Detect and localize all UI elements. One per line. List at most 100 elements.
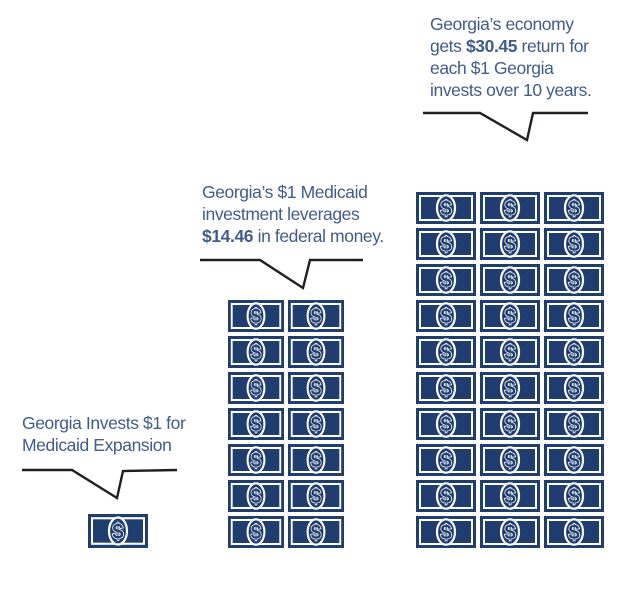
svg-text:$: $ [504, 306, 515, 328]
dollar-bill-icon: $ [480, 408, 540, 440]
caption-text: invests over 10 years. [430, 80, 592, 100]
svg-text:$: $ [311, 521, 322, 544]
dollar-bill-icon: $ [288, 336, 344, 368]
caption-investment: Georgia Invests $1 for Medicaid Expansio… [22, 412, 186, 456]
dollar-bill-icon: $ [416, 516, 476, 548]
svg-text:$: $ [251, 413, 262, 436]
caption-text: in federal money. [253, 226, 385, 246]
dollar-bill-icon: $ [416, 228, 476, 260]
dollar-bill-icon: $ [416, 372, 476, 404]
svg-text:$: $ [504, 342, 515, 364]
svg-text:$: $ [251, 485, 262, 508]
dollar-bill-icon: $ [228, 408, 284, 440]
svg-text:$: $ [311, 449, 322, 472]
dollar-bill-icon: $ [480, 264, 540, 296]
dollar-bill-icon: $ [544, 516, 604, 548]
caption-text: investment leverages [202, 204, 360, 224]
svg-text:$: $ [251, 449, 262, 472]
dollar-bill-icon: $ [544, 372, 604, 404]
dollar-bill-icon: $ [480, 516, 540, 548]
amount-return: $30.45 [465, 36, 518, 56]
callout-pointer-icon [200, 258, 363, 290]
svg-text:$: $ [568, 414, 579, 436]
caption-text: return for [517, 36, 589, 56]
caption-text: each $1 Georgia [430, 58, 554, 78]
caption-text: Georgia’s economy [430, 14, 574, 34]
dollar-bill-icon: $ [480, 192, 540, 224]
dollar-bill-icon: $ [416, 480, 476, 512]
caption-line: $14.46 in federal money. [202, 225, 384, 247]
dollar-bill-icon: $ [288, 444, 344, 476]
svg-text:$: $ [504, 270, 515, 292]
svg-text:$: $ [251, 341, 262, 364]
dollar-bill-icon: $ [288, 300, 344, 332]
dollar-bill-icon: $ [416, 408, 476, 440]
dollar-bill-icon: $ [544, 228, 604, 260]
dollar-bill-icon: $ [416, 192, 476, 224]
dollar-bill-icon: $ [480, 372, 540, 404]
svg-text:$: $ [568, 270, 579, 292]
dollar-bill-icon: $ [416, 444, 476, 476]
svg-text:$: $ [251, 305, 262, 328]
svg-text:$: $ [568, 198, 579, 220]
amount-federal: $14.46 [202, 226, 254, 246]
caption-line: Georgia’s economy [430, 13, 591, 35]
dollar-bill-icon: $ [544, 444, 604, 476]
svg-text:$: $ [504, 234, 515, 256]
dollar-bill-icon: $ [480, 336, 540, 368]
bill-grid-federal-leverage: $ $ $ $ $ $ $ $ $ [228, 300, 344, 548]
dollar-bill-icon: $ [288, 372, 344, 404]
svg-text:$: $ [568, 306, 579, 328]
svg-text:$: $ [440, 270, 451, 292]
callout-pointer-icon [423, 111, 588, 142]
svg-text:$: $ [440, 414, 451, 436]
svg-text:$: $ [440, 378, 451, 400]
dollar-bill-icon: $ [288, 516, 344, 548]
dollar-bill-icon: $ [288, 408, 344, 440]
dollar-bill-icon: $ [228, 300, 284, 332]
svg-text:$: $ [251, 377, 262, 400]
caption-line: Georgia’s $1 Medicaid [202, 181, 384, 203]
svg-text:$: $ [251, 521, 262, 544]
dollar-bill-icon: $ [480, 228, 540, 260]
dollar-bill-icon: $ [544, 192, 604, 224]
svg-text:$: $ [568, 522, 579, 544]
caption-economic-return: Georgia’s economy gets $30.45 return for… [430, 13, 592, 101]
caption-line: Medicaid Expansion [22, 434, 185, 456]
svg-text:$: $ [311, 305, 322, 328]
svg-text:$: $ [568, 450, 579, 472]
svg-text:$: $ [112, 520, 124, 544]
caption-text: Georgia Invests $1 for [22, 413, 186, 433]
svg-text:$: $ [504, 414, 515, 436]
svg-text:$: $ [440, 198, 451, 220]
dollar-bill-icon: $ [88, 514, 148, 548]
svg-text:$: $ [440, 486, 451, 508]
svg-text:$: $ [440, 234, 451, 256]
svg-text:$: $ [311, 485, 322, 508]
dollar-bill-icon: $ [480, 480, 540, 512]
dollar-bill-icon: $ [544, 264, 604, 296]
svg-text:$: $ [440, 342, 451, 364]
dollar-bill-icon: $ [416, 336, 476, 368]
dollar-bill-icon: $ [416, 264, 476, 296]
svg-text:$: $ [568, 342, 579, 364]
dollar-bill-icon: $ [480, 444, 540, 476]
dollar-bill-icon: $ [480, 300, 540, 332]
svg-text:$: $ [568, 486, 579, 508]
caption-text: Medicaid Expansion [22, 435, 172, 455]
dollar-bill-icon: $ [228, 480, 284, 512]
dollar-bill-icon: $ [228, 444, 284, 476]
svg-text:$: $ [440, 306, 451, 328]
bill-grid-investment: $ [88, 514, 148, 548]
svg-text:$: $ [504, 522, 515, 544]
svg-text:$: $ [311, 341, 322, 364]
caption-text: Georgia’s $1 Medicaid [202, 182, 368, 202]
dollar-bill-icon: $ [544, 300, 604, 332]
caption-line: Georgia Invests $1 for [22, 412, 186, 434]
dollar-bill-icon: $ [228, 516, 284, 548]
svg-text:$: $ [440, 522, 451, 544]
svg-text:$: $ [504, 378, 515, 400]
svg-text:$: $ [568, 234, 579, 256]
caption-line: investment leverages [202, 203, 384, 225]
